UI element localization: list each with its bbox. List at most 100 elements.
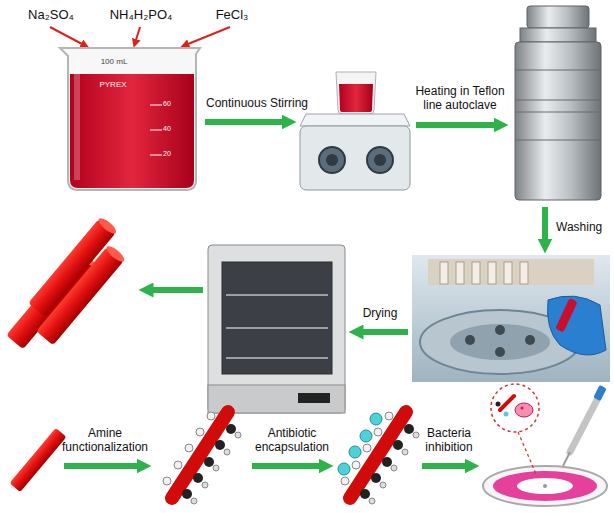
zoom-bubble-part	[521, 407, 524, 410]
magnetic-stirrer-part	[326, 154, 338, 166]
drying-oven-part	[226, 294, 328, 296]
magnetic-stirrer-part	[336, 72, 376, 114]
petri-dish-part	[483, 466, 607, 506]
process-arrows-part	[416, 122, 495, 128]
reagent-arrows-part	[188, 27, 230, 44]
centrifuge-washing-part	[465, 335, 475, 345]
centrifuge-washing-part	[412, 255, 610, 382]
reagent-arrows-part	[136, 27, 140, 40]
nanorods-part-part	[96, 216, 118, 236]
step-label: Continuous Stirring	[203, 96, 311, 110]
beaker-part	[150, 130, 162, 131]
nanorods-part	[36, 244, 126, 345]
process-arrows	[64, 122, 545, 466]
beaker-marking: PYREX	[90, 80, 136, 89]
centrifuge-washing-part	[456, 262, 464, 284]
zoom-bubble-part	[496, 402, 501, 407]
centrifuge-washing-part	[504, 262, 512, 284]
reagent-arrows	[50, 27, 230, 44]
process-arrows-part	[64, 463, 138, 469]
drying-oven-part	[226, 327, 328, 329]
drying-oven-part	[226, 357, 328, 359]
nanorods-part-part	[104, 244, 126, 264]
antibiotic-molecules	[338, 413, 382, 475]
step-label: Washing	[556, 220, 612, 234]
zoom-bubble	[491, 384, 539, 474]
centrifuge-washing-part	[440, 262, 448, 284]
process-arrows-part	[152, 287, 203, 293]
process-arrows-part	[252, 463, 320, 469]
step-label: Heating in Teflon line autoclave	[411, 84, 509, 112]
antibiotic-molecules-part	[349, 446, 361, 458]
pipette-part	[593, 385, 606, 401]
antibiotic-molecules-part	[338, 463, 350, 475]
beaker-part	[150, 155, 162, 156]
centrifuge-washing-part	[450, 324, 550, 360]
centrifuge-washing-part	[555, 298, 578, 333]
reagent-label: FeCl₃	[204, 7, 260, 22]
nanorods-part-part	[36, 247, 124, 345]
centrifuge-washing-part	[495, 347, 505, 357]
zoom-bubble-part	[504, 412, 509, 417]
beaker-part	[150, 105, 162, 106]
beaker-part	[70, 74, 194, 188]
antibiotic-loaded-rod	[341, 412, 419, 504]
beaker-marking: 100 mL	[92, 57, 136, 66]
reagent-label: Na₂SO₄	[18, 7, 84, 22]
magnetic-stirrer-part	[367, 147, 393, 173]
step-label: Bacteria inhibition	[414, 426, 484, 454]
petri-dish	[483, 466, 607, 506]
petri-dish-part	[543, 484, 547, 488]
magnetic-stirrer-part	[374, 154, 386, 166]
centrifuge-washing-part	[520, 262, 528, 284]
teflon-autoclave-part	[515, 100, 601, 101]
process-arrows-part	[422, 463, 466, 469]
teflon-autoclave-part	[515, 42, 601, 200]
antibiotic-molecules-part	[360, 430, 372, 442]
nanorods	[6, 216, 126, 349]
teflon-autoclave-part	[515, 112, 601, 113]
reagent-label: NH₄H₂PO₄	[98, 7, 184, 22]
drying-oven	[208, 245, 345, 413]
centrifuge-washing-part	[495, 325, 505, 335]
centrifuge-washing-part	[472, 262, 480, 284]
drying-oven-part	[208, 245, 345, 413]
amine-functionalized-rod	[163, 412, 241, 504]
beaker-marking: 60	[163, 100, 183, 108]
reagent-arrows-part	[50, 27, 82, 44]
petri-dish-part	[493, 471, 597, 501]
magnetic-stirrer	[300, 72, 410, 190]
beaker	[60, 48, 200, 190]
teflon-autoclave-part	[527, 6, 589, 28]
step-label: Amine functionalization	[56, 426, 154, 454]
centrifuge-washing-part	[525, 335, 535, 345]
beaker-marking: 20	[163, 150, 183, 158]
antibiotic-molecules-part	[370, 413, 382, 425]
pipette-part	[563, 452, 570, 466]
single-nanorod	[9, 428, 66, 492]
step-label: Antibiotic encapsulation	[246, 426, 338, 454]
process-arrows-part	[362, 329, 408, 335]
drying-oven-part	[222, 262, 332, 374]
process-arrows-part	[542, 207, 548, 240]
magnetic-stirrer-part	[339, 84, 373, 112]
centrifuge-washing-part	[548, 296, 607, 355]
pipette-part	[570, 398, 598, 452]
petri-dish-part	[517, 478, 573, 494]
pipette	[563, 385, 607, 466]
beaker-part	[60, 48, 200, 190]
zoom-bubble-part	[518, 432, 536, 474]
process-arrows-part	[205, 119, 283, 125]
teflon-autoclave-part	[515, 70, 601, 71]
centrifuge-washing-part	[488, 262, 496, 284]
magnetic-stirrer-part	[300, 114, 410, 126]
zoom-bubble-part	[515, 403, 533, 417]
teflon-autoclave-part	[515, 140, 601, 141]
magnetic-stirrer-part	[319, 147, 345, 173]
drying-oven-part	[298, 393, 330, 403]
beaker-part	[74, 60, 80, 180]
step-label: Drying	[352, 306, 408, 320]
centrifuge-washing-part	[428, 259, 594, 285]
beaker-marking: 40	[163, 125, 183, 133]
